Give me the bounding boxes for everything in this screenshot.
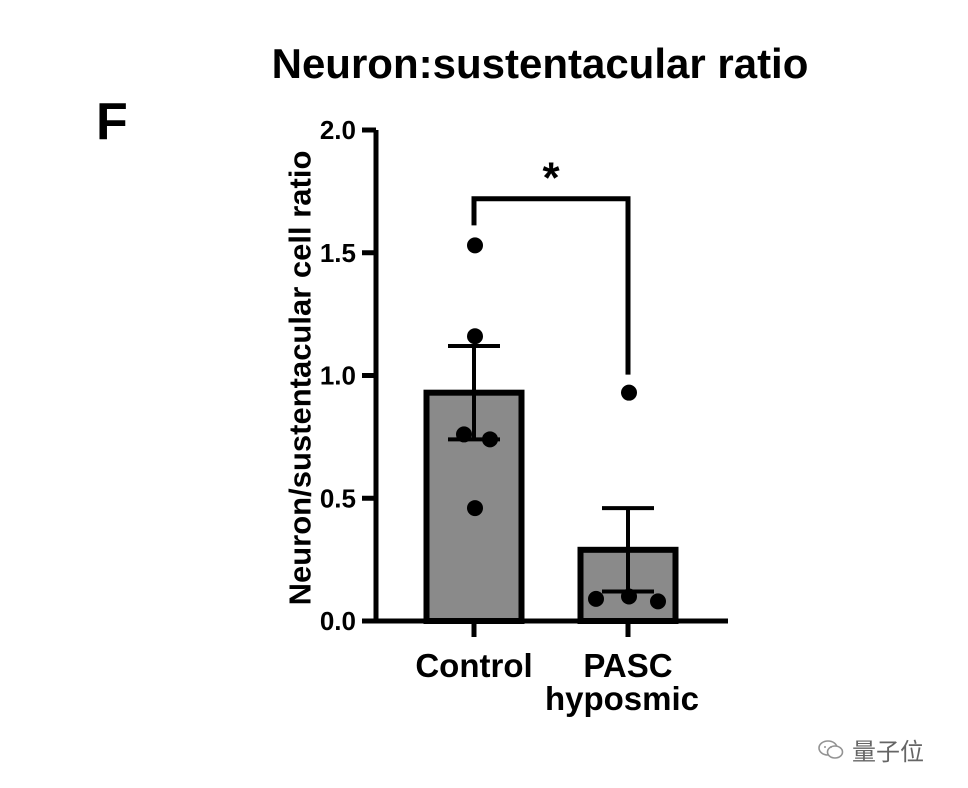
x-tick-label-0: Control — [415, 647, 532, 684]
significance-label: * — [542, 154, 560, 203]
data-point-1-2 — [621, 588, 637, 605]
data-point-1-3 — [650, 593, 666, 610]
data-point-0-1 — [467, 328, 483, 345]
data-point-1-1 — [588, 590, 604, 607]
data-point-0-2 — [456, 426, 472, 443]
wechat-icon — [818, 739, 844, 759]
panel-letter: F — [96, 93, 128, 151]
data-point-1-0 — [621, 384, 637, 401]
significance-bracket — [471, 196, 631, 375]
data-point-0-3 — [482, 431, 498, 448]
data-point-0-0 — [467, 237, 483, 254]
y-tick-label-4: 2.0 — [320, 115, 356, 145]
y-tick-label-2: 1.0 — [320, 361, 356, 391]
x-tick-label-1-line2: hyposmic — [545, 680, 699, 717]
x-tick-label-1: PASC — [583, 647, 672, 684]
chart-title: Neuron:sustentacular ratio — [271, 40, 809, 87]
y-tick-label-3: 1.5 — [320, 238, 356, 268]
y-axis-title: Neuron/sustentacular cell ratio — [283, 151, 318, 606]
y-tick-label-1: 0.5 — [320, 483, 356, 513]
y-tick-label-0: 0.0 — [320, 606, 356, 636]
watermark: 量子位 — [818, 732, 924, 767]
data-point-0-4 — [467, 500, 483, 517]
watermark-text: 量子位 — [852, 739, 924, 766]
